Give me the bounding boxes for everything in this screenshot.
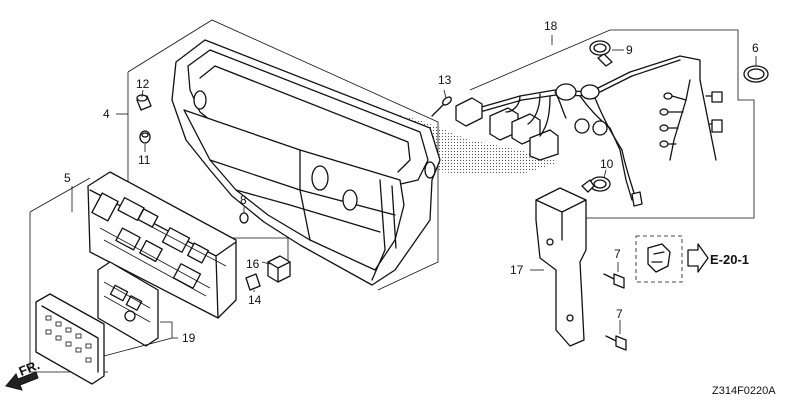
front-arrow xyxy=(5,371,39,391)
part-10-clamp xyxy=(581,176,611,193)
part-12-grommet xyxy=(136,94,152,111)
callout-12: 12 xyxy=(136,77,150,91)
callout-13: 13 xyxy=(438,73,452,87)
callout-17: 17 xyxy=(510,263,524,277)
group-bracket-4-top xyxy=(127,19,439,291)
leader-lines xyxy=(71,35,757,357)
circuit-board-front xyxy=(35,293,105,385)
part-7-bolt-b xyxy=(605,335,627,351)
part-8-nut xyxy=(239,212,249,224)
part-17-bracket xyxy=(535,187,587,347)
callout-9: 9 xyxy=(626,43,633,57)
part-14-clip xyxy=(245,273,261,291)
group-bracket-5-top xyxy=(29,177,91,213)
circuit-board-19 xyxy=(97,261,159,347)
callout-4: 4 xyxy=(103,107,110,121)
part-16-block xyxy=(267,255,291,283)
front-arrow-icon xyxy=(5,371,39,391)
callout-14: 14 xyxy=(248,293,262,307)
callout-7-lower: 7 xyxy=(616,307,623,321)
callout-8: 8 xyxy=(240,193,247,207)
wire-harness-18 xyxy=(455,55,723,207)
front-label: FR. xyxy=(17,357,42,379)
callout-11: 11 xyxy=(138,153,151,167)
reference-group xyxy=(635,235,709,283)
part-13-screw xyxy=(431,96,452,117)
callout-19: 19 xyxy=(182,331,196,345)
drawing-code: Z314F0220A xyxy=(712,385,776,397)
callout-18: 18 xyxy=(544,19,558,33)
part-6-clamp xyxy=(743,65,769,83)
reference-arrow-icon xyxy=(687,243,709,273)
part-11-spacer xyxy=(139,130,151,144)
reference-box xyxy=(635,235,683,283)
control-unit xyxy=(87,171,237,319)
callout-6: 6 xyxy=(752,41,759,55)
callout-7-upper: 7 xyxy=(614,247,621,261)
reference-label: E-20-1 xyxy=(710,252,749,267)
callout-10: 10 xyxy=(600,157,614,171)
part-9-clamp xyxy=(589,40,613,67)
cover-box xyxy=(171,39,560,286)
callout-5: 5 xyxy=(64,171,71,185)
callout-16: 16 xyxy=(246,257,260,271)
group-bracket-18 xyxy=(469,29,755,219)
part-7-bolt-a xyxy=(603,273,625,289)
